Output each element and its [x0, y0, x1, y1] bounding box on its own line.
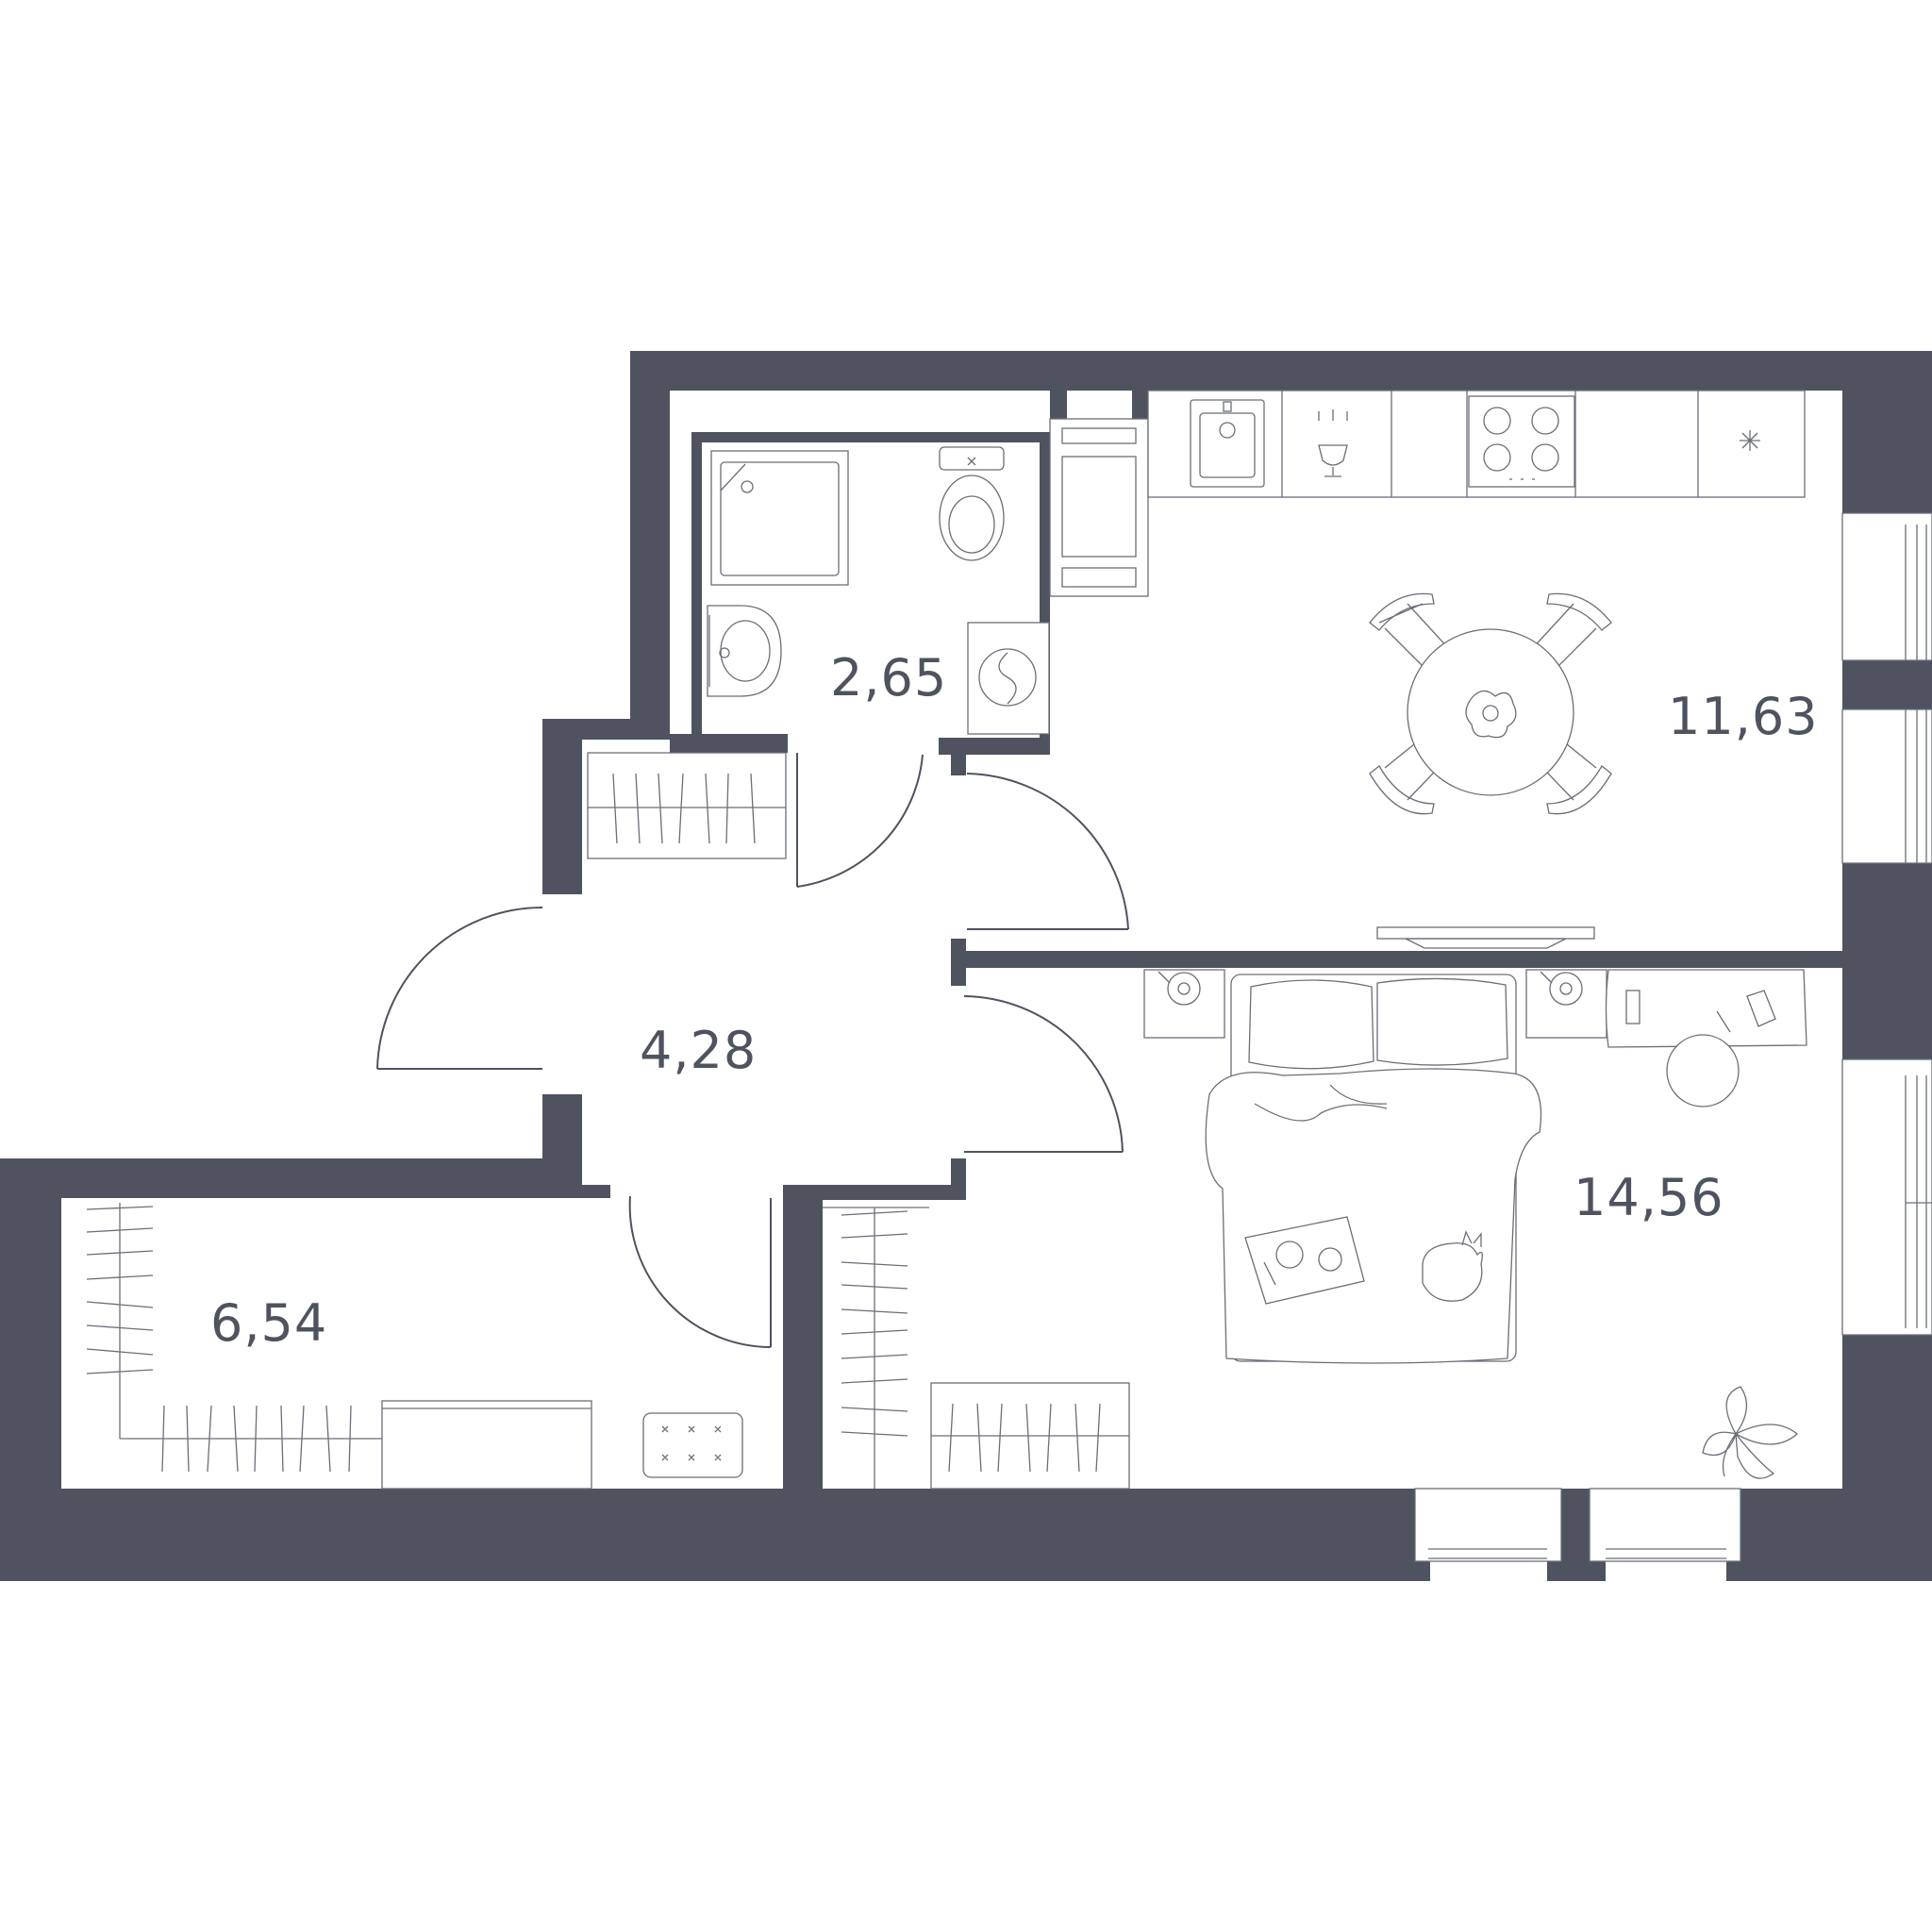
plant [1702, 1386, 1799, 1479]
shower-tray [710, 450, 849, 586]
bath-wall-bottom-left [670, 734, 788, 753]
bath-wall-left [691, 432, 702, 734]
bedroom-door-jamb [951, 1158, 966, 1200]
hood-star-icon [1740, 430, 1760, 451]
area-labels: 2,65 11,63 4,28 14,56 6,54 [210, 648, 1819, 1353]
desk-chair [1666, 1034, 1740, 1108]
door-entrance [376, 907, 543, 1070]
sink [707, 605, 782, 697]
bedroom-wardrobe [823, 1207, 929, 1489]
tv-stand [1376, 926, 1595, 949]
outer-wall-upper-left [630, 351, 670, 736]
kitchen-area-label: 11,63 [1668, 687, 1819, 746]
hall-wall-upper-left-cap [542, 719, 670, 740]
window-stub-3 [1726, 1557, 1745, 1581]
bedroom-chest [930, 1382, 1130, 1490]
kitchen-counter [1147, 390, 1806, 498]
bedroom-furniture [1143, 969, 1807, 1479]
bathroom-fixtures [707, 446, 1050, 735]
partition-kitchen-bedroom [951, 951, 1842, 968]
door-bathroom [796, 753, 924, 888]
storage-furniture [86, 752, 1130, 1490]
water-heater [642, 1412, 743, 1478]
door-storage [628, 1195, 772, 1348]
niche-wall-left [1050, 391, 1067, 419]
storage-wall-top-stub [582, 1185, 610, 1198]
toilet [939, 446, 1005, 561]
storage-wall-top [0, 1158, 582, 1198]
fridge [1049, 418, 1149, 597]
window-stub-1 [1413, 1561, 1430, 1581]
window-bedroom [1841, 1058, 1932, 1336]
bathroom-area-label: 2,65 [830, 648, 947, 708]
breakfast-tray [1244, 1216, 1365, 1305]
bedroom-area-label: 14,56 [1574, 1168, 1724, 1227]
door-kitchen [966, 773, 1129, 930]
door-bedroom [963, 995, 1124, 1153]
storage-cabinet [381, 1400, 592, 1490]
hallway-area-label: 4,28 [640, 1021, 757, 1080]
windows [1414, 512, 1932, 1562]
bath-wall-top [691, 432, 1050, 442]
bath-door-jamb [951, 738, 966, 775]
hall-wardrobe [587, 752, 787, 859]
cooktop [1468, 395, 1575, 488]
nightstand-right [1525, 969, 1607, 1039]
nightstand-left [1143, 969, 1225, 1039]
outer-wall-right-3 [1842, 863, 1932, 1059]
window-kitchen-lower [1841, 708, 1932, 864]
dishwasher [1318, 409, 1348, 477]
window-kitchen [1841, 512, 1932, 661]
storage-rack-left [86, 1203, 382, 1473]
outer-wall-top [630, 351, 1932, 391]
bath-wall-right [1040, 432, 1050, 753]
bed [1205, 974, 1542, 1364]
partition-stub [951, 939, 966, 986]
bedroom-wall-left [783, 1187, 823, 1489]
dining-table [1407, 628, 1574, 796]
dining-set [1369, 592, 1612, 815]
hall-wall-upper-left [542, 719, 582, 894]
washing-machine [967, 622, 1050, 735]
storage-area-label: 6,54 [210, 1293, 327, 1353]
bath-wall-bottom-right [939, 738, 1050, 755]
cat [1422, 1230, 1483, 1302]
outer-wall-right-2 [1842, 660, 1932, 709]
walls [0, 351, 1932, 1581]
niche-wall-right [1132, 391, 1149, 419]
kitchen-fixtures [1049, 390, 1806, 597]
kitchen-sink [1190, 399, 1265, 488]
outer-wall-right-1 [1842, 351, 1932, 513]
bedroom-wall-left-cap [783, 1185, 964, 1200]
window-bottom-left [1414, 1488, 1562, 1562]
outer-wall-right-4 [1842, 1335, 1932, 1581]
doors [376, 753, 1129, 1348]
outer-wall-bottom [0, 1489, 1415, 1581]
window-bottom-right [1589, 1488, 1741, 1562]
